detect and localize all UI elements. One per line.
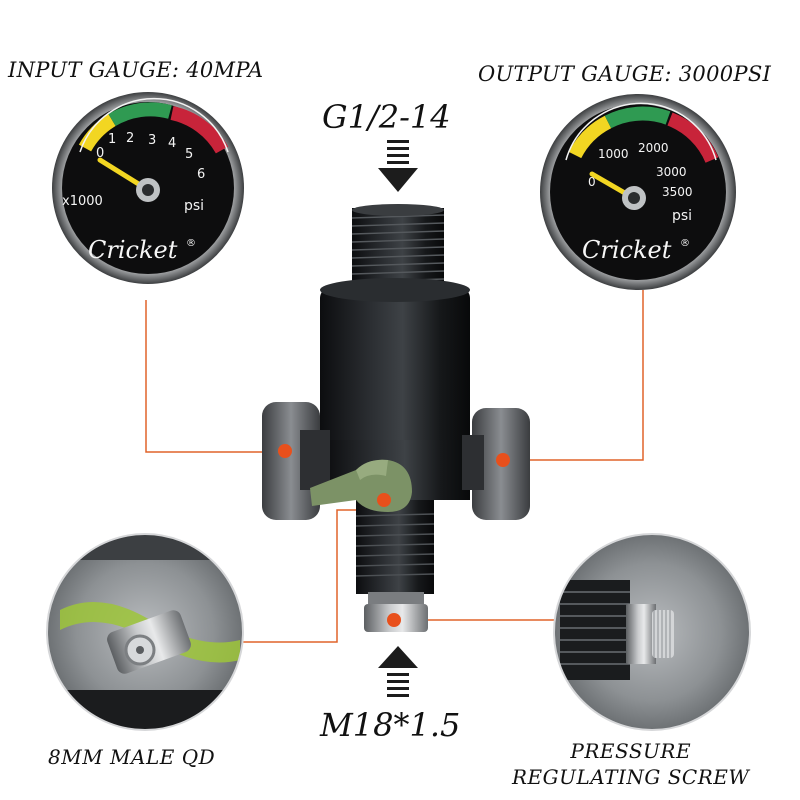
svg-text:psi: psi: [672, 208, 692, 224]
output-gauge-label: OUTPUT GAUGE: 3000PSI: [478, 62, 772, 86]
callout-line-input: [145, 300, 283, 453]
svg-text:x1000: x1000: [62, 194, 103, 209]
svg-text:0: 0: [96, 146, 104, 161]
svg-text:3: 3: [148, 133, 156, 148]
svg-text:4: 4: [168, 136, 176, 151]
svg-text:1: 1: [108, 132, 116, 147]
callout-dots: [278, 444, 510, 627]
svg-text:3000: 3000: [656, 165, 687, 179]
svg-text:6: 6: [197, 167, 205, 182]
bottom-thread-label: M18*1.5: [320, 706, 461, 744]
input-gauge-label: INPUT GAUGE: 40MPA: [8, 58, 264, 82]
regulating-screw-closeup: [554, 534, 750, 730]
regulating-screw-label: PRESSURE REGULATING SCREW: [512, 738, 749, 790]
svg-text:®: ®: [680, 238, 690, 249]
svg-text:Cricket: Cricket: [88, 236, 178, 264]
regulating-screw-label-line1: PRESSURE: [570, 739, 692, 763]
svg-text:0: 0: [588, 175, 596, 189]
regulator-body: [262, 204, 530, 632]
svg-text:®: ®: [186, 238, 196, 249]
male-qd-label: 8MM MALE QD: [48, 745, 216, 769]
svg-text:5: 5: [185, 147, 193, 162]
svg-text:psi: psi: [184, 198, 204, 214]
callout-line-output: [505, 290, 644, 461]
svg-text:1000: 1000: [598, 147, 629, 161]
regulating-screw-label-line2: REGULATING SCREW: [512, 765, 750, 789]
svg-text:Cricket: Cricket: [582, 236, 672, 264]
male-qd-closeup: [47, 534, 243, 730]
svg-text:3500: 3500: [662, 185, 693, 199]
svg-text:2: 2: [126, 131, 134, 146]
svg-text:2000: 2000: [638, 141, 669, 155]
arrow-up-icon: [378, 646, 418, 697]
top-thread-label: G1/2-14: [322, 98, 451, 136]
arrow-down-icon: [378, 140, 418, 192]
